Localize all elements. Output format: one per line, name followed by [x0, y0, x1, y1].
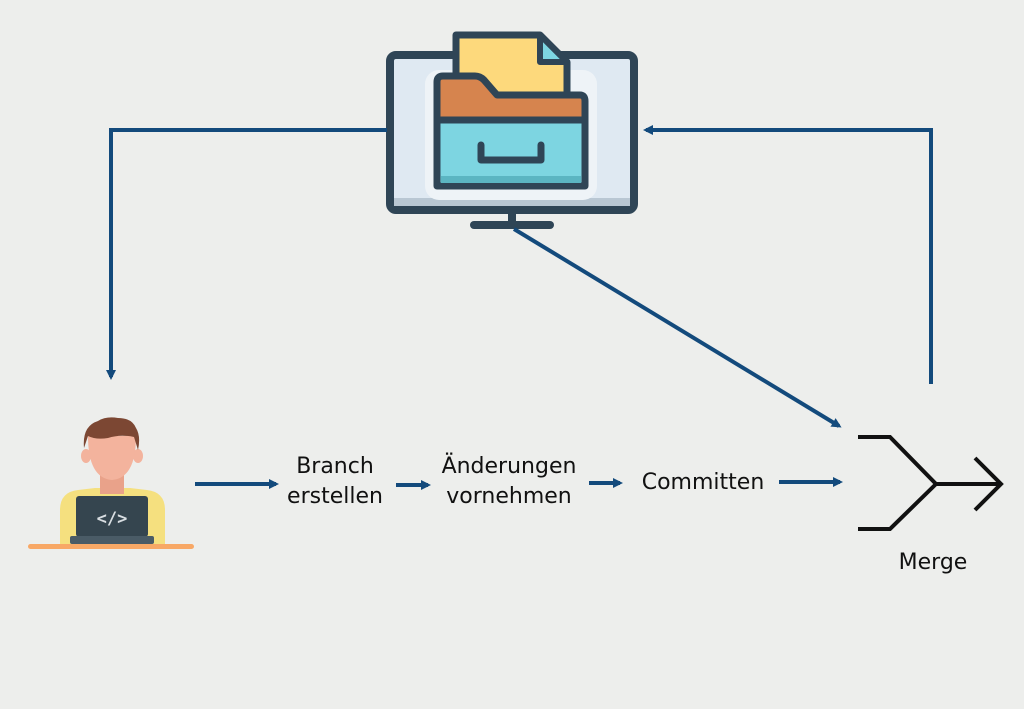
merge-icon [858, 435, 1004, 531]
edge-repository-to-merge [512, 227, 842, 428]
node-changes-label: Änderungen vornehmen [430, 452, 588, 512]
code-glyph: </> [97, 509, 128, 529]
developer-laptop-icon: </> [28, 417, 194, 549]
edge-repository-to-developer [106, 128, 387, 380]
node-branch-label: Branch erstellen [276, 452, 394, 512]
node-branch-line1: Branch [296, 454, 374, 479]
node-changes-line1: Änderungen [441, 454, 577, 479]
node-changes-line2: vornehmen [446, 484, 572, 509]
node-commit-label: Committen [641, 470, 765, 495]
repository-monitor-icon [386, 31, 638, 229]
node-merge-label: Merge [898, 550, 968, 575]
node-branch-line2: erstellen [287, 484, 383, 509]
edge-merge-to-repository [643, 125, 933, 384]
